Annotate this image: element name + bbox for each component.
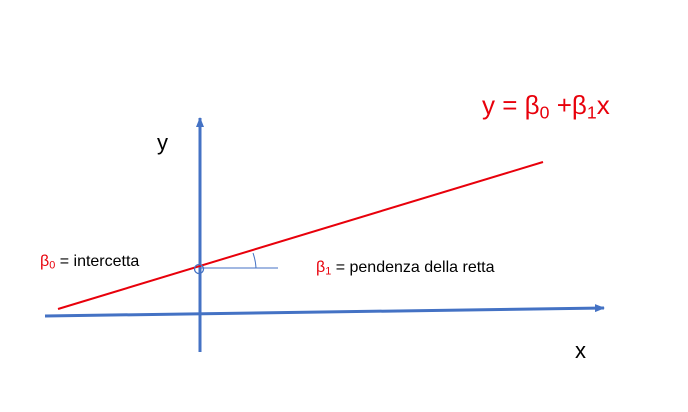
- slope-beta1-subscript: 1: [325, 265, 332, 278]
- intercept-label: β0 = intercetta: [40, 252, 139, 272]
- equation-beta0: β0: [524, 90, 550, 123]
- equation-beta1: β1: [571, 90, 597, 123]
- x-axis: [44, 304, 605, 318]
- slope-beta1-symbol: β: [316, 259, 326, 276]
- intercept-beta0: β0: [40, 253, 56, 272]
- intercept-point: [193, 263, 205, 275]
- equation-beta1-symbol: β: [571, 90, 587, 120]
- regression-line: [57, 161, 544, 310]
- intercept-beta0-symbol: β: [40, 253, 50, 270]
- equation-equals: =: [502, 90, 518, 120]
- intercept-text: = intercetta: [59, 253, 140, 270]
- slope-angle-arc: [252, 252, 257, 269]
- slope-beta1: β1: [316, 259, 332, 278]
- equation-var: x: [596, 90, 610, 120]
- slope-text: = pendenza della retta: [335, 259, 495, 276]
- equation-beta0-subscript: 0: [539, 102, 550, 123]
- equation-lhs: y: [482, 90, 495, 120]
- equation-plus: +: [556, 90, 572, 120]
- slope-label: β1 = pendenza della retta: [316, 258, 495, 278]
- intercept-beta0-subscript: 0: [49, 259, 56, 272]
- equation-beta1-subscript: 1: [586, 102, 597, 123]
- y-axis-label: y: [157, 130, 168, 155]
- equation-beta0-symbol: β: [524, 90, 540, 120]
- x-axis-label: x: [575, 338, 586, 363]
- equation: y = β0 +β1x: [482, 90, 610, 123]
